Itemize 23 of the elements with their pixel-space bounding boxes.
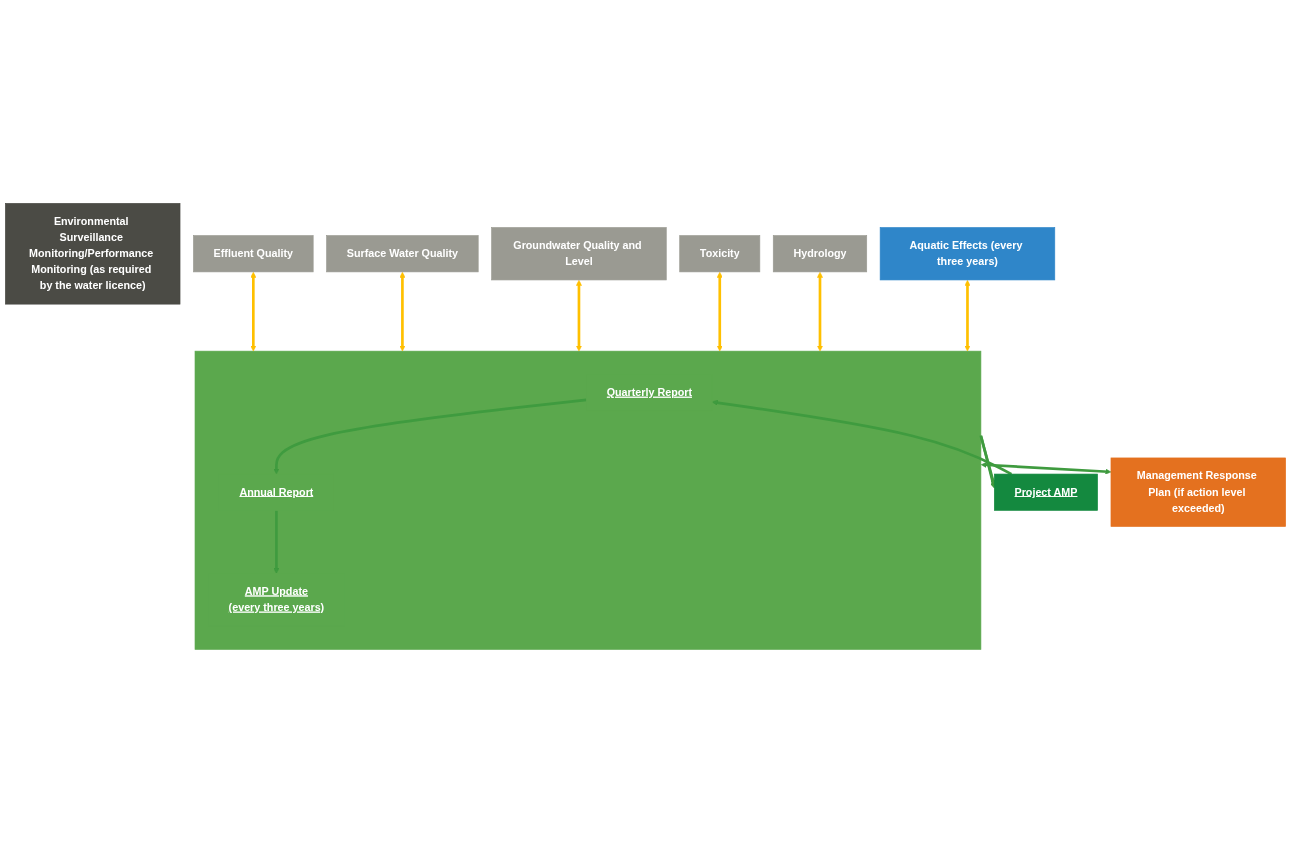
node-box: Effluent Quality [193, 234, 314, 272]
arrow [817, 271, 823, 352]
node-box: Aquatic Effects (every three years) [879, 226, 1056, 280]
node-box: Management Response Plan (if action level exceeded) [1110, 457, 1286, 527]
node-box: Groundwater Quality and Level [491, 226, 667, 280]
node-text: Annual Report [239, 485, 314, 498]
arrow [399, 271, 406, 352]
arrow [716, 271, 723, 352]
arrow [576, 279, 582, 352]
arrow [273, 509, 280, 574]
node-box: Toxicity [679, 234, 761, 272]
node-text: AMP Update (every three years) [228, 585, 325, 613]
arrow [250, 271, 257, 352]
node-box: Hydrology [772, 234, 868, 272]
arrow [980, 461, 1112, 475]
arrow [711, 399, 1013, 475]
node-box: Surface Water Quality [326, 234, 479, 272]
cluster [194, 350, 982, 650]
node-box: Environmental Surveillance Monitoring/Performance Monitoring (as required by the water licence) [5, 202, 181, 305]
node-text: Quarterly Report [606, 386, 693, 398]
arrow [273, 398, 587, 474]
arrow [964, 279, 971, 352]
node-box: Project AMP [994, 473, 1098, 511]
